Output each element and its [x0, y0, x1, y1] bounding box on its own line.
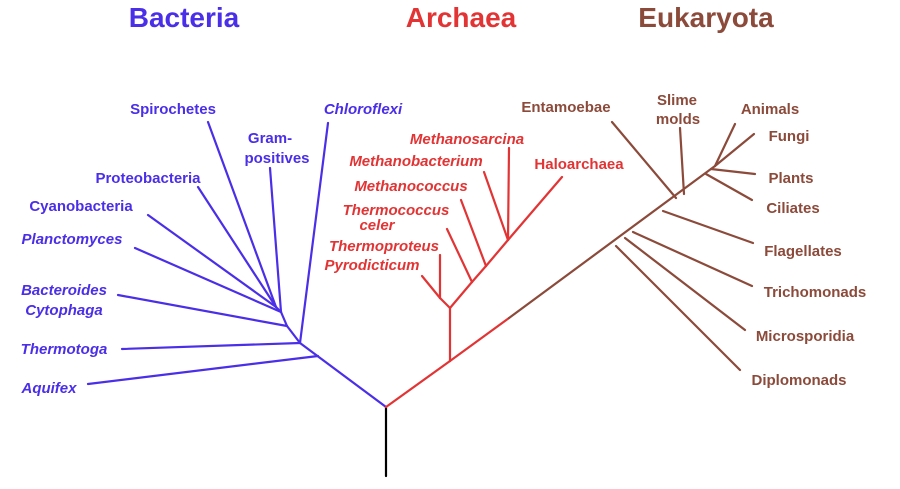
label-cyanobacteria: Cyanobacteria — [29, 198, 133, 215]
label-microsporidia: Microsporidia — [756, 328, 855, 345]
label-planctomyces: Planctomyces — [22, 231, 123, 248]
label-haloarchaea: Haloarchaea — [534, 156, 624, 173]
label-animals: Animals — [741, 101, 799, 118]
label-thermococcus: Thermococcus — [343, 202, 450, 219]
label-diplomonads: Diplomonads — [751, 372, 846, 389]
bacteria-branches — [86, 120, 388, 409]
label-fungi: Fungi — [769, 128, 810, 145]
label-methanobacterium: Methanobacterium — [349, 153, 482, 170]
label-plants: Plants — [768, 170, 813, 187]
label-spirochetes: Spirochetes — [130, 101, 216, 118]
label-bacteroides: Bacteroides — [21, 282, 107, 299]
label-gram-positives-line1: Gram- — [248, 130, 292, 147]
domain-title-eukaryota: Eukaryota — [638, 2, 774, 33]
label-thermoproteus: Thermoproteus — [329, 238, 439, 255]
domain-title-bacteria: Bacteria — [129, 2, 240, 33]
label-chloroflexi: Chloroflexi — [324, 101, 403, 118]
label-aquifex: Aquifex — [20, 380, 77, 397]
eukaryota-branches — [507, 120, 757, 372]
label-flagellates: Flagellates — [764, 243, 842, 260]
label-pyrodicticum: Pyrodicticum — [324, 257, 419, 274]
label-methanosarcina: Methanosarcina — [410, 131, 524, 148]
label-gram-positives-line2: positives — [244, 150, 309, 167]
label-entamoebae: Entamoebae — [521, 99, 610, 116]
label-thermococcus-celer: celer — [359, 217, 395, 234]
label-ciliates: Ciliates — [766, 200, 819, 217]
label-proteobacteria: Proteobacteria — [95, 170, 201, 187]
label-cytophaga: Cytophaga — [25, 302, 103, 319]
archaea-branches — [384, 146, 564, 409]
label-thermotoga: Thermotoga — [21, 341, 108, 358]
label-slime-molds-line1: Slime — [657, 92, 697, 109]
label-slime-molds-line2: molds — [656, 111, 700, 128]
label-trichomonads: Trichomonads — [764, 284, 867, 301]
domain-title-archaea: Archaea — [406, 2, 517, 33]
label-methanococcus: Methanococcus — [354, 178, 467, 195]
